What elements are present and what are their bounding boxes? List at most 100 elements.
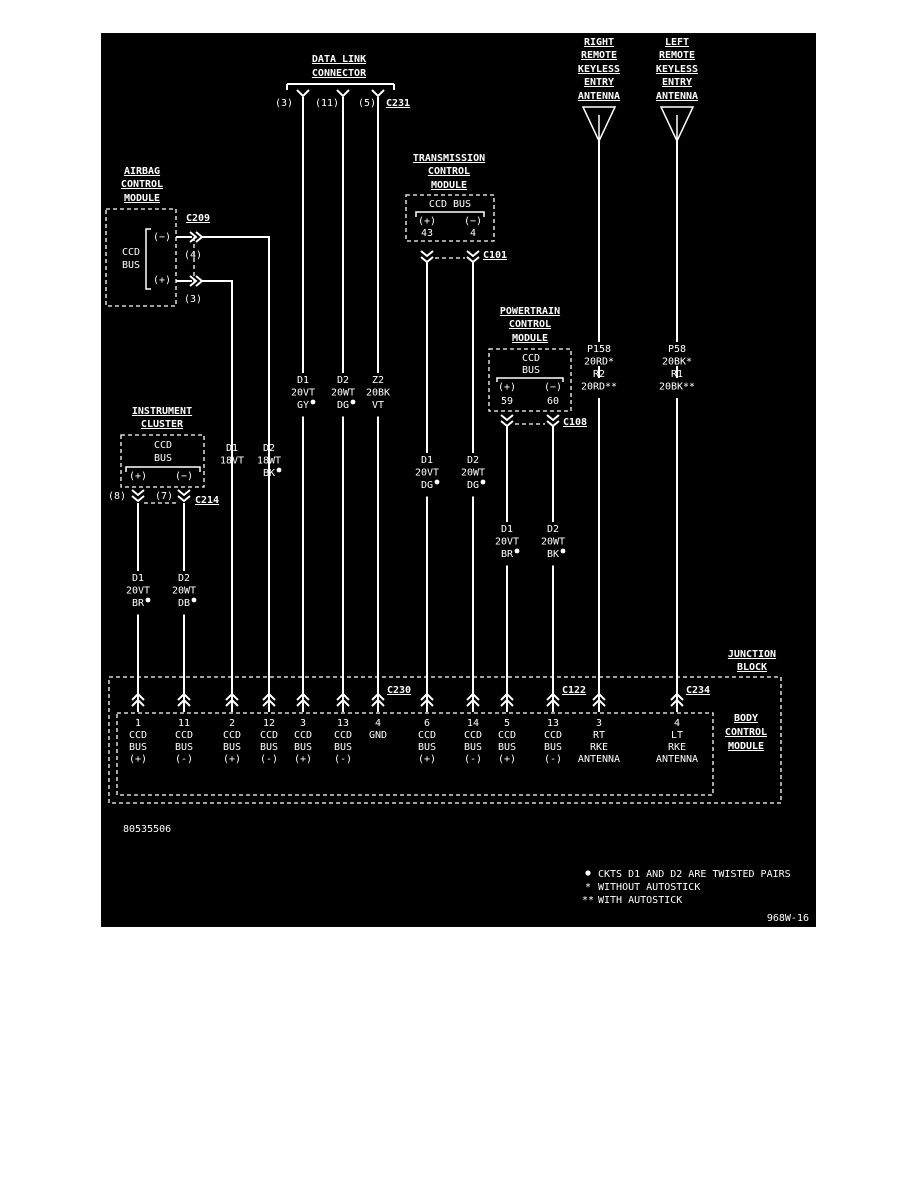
wire-label: 20WT [541, 537, 565, 548]
terminal-label: (+) [498, 754, 516, 765]
right-rke-title-5: ANTENNA [578, 91, 620, 102]
wire-label: D2 [547, 524, 559, 535]
twisted-pair-dot-icon [480, 479, 486, 485]
terminal-label: 6 [424, 718, 430, 729]
wire-label: DB [178, 598, 190, 609]
terminal-label: 5 [504, 718, 510, 729]
connector-terminal-icon [262, 692, 276, 712]
left-antenna-icon [659, 106, 695, 143]
terminal-label: (-) [544, 754, 562, 765]
ic-plus: (+) [129, 471, 147, 482]
connector-terminal-icon [466, 692, 480, 712]
terminal-label: 4 [375, 718, 381, 729]
pcm-minus: (−) [544, 382, 562, 393]
junction-block: JUNCTION BLOCK BODY CONTROL MODULE C230 … [108, 649, 782, 804]
left-rke-antenna: LEFT REMOTE KEYLESS ENTRY ANTENNA [656, 37, 698, 143]
terminal-label: 3 [596, 718, 602, 729]
pcm-pin-59: 59 [501, 396, 513, 407]
connector-c234: C234 [686, 685, 710, 696]
wire-label: DG [421, 480, 433, 491]
wire-label: BK [547, 549, 559, 560]
terminal-label: BUS [334, 742, 352, 753]
data-link-title-1: DATA LINK [312, 54, 366, 65]
body-title-3: MODULE [728, 741, 764, 752]
right-rke-title-4: ENTRY [584, 77, 614, 88]
connector-terminal-icon [336, 692, 350, 712]
twisted-pair-dot-icon [276, 467, 282, 473]
left-rke-title-1: LEFT [665, 37, 689, 48]
wire-label: R2 [593, 369, 605, 380]
terminal-label: CCD [334, 730, 352, 741]
figure-id: 80535506 [123, 824, 171, 835]
left-rke-title-5: ANTENNA [656, 91, 698, 102]
airbag-pin-4: (4) [184, 250, 202, 261]
pcm-title-3: MODULE [512, 333, 548, 344]
connector-terminal-icon [670, 692, 684, 712]
pcm-pin-60: 60 [547, 396, 559, 407]
connector-c214: C214 [195, 495, 219, 506]
wire-label: D1 [226, 443, 238, 454]
twisted-pair-dot-icon [514, 548, 520, 554]
connector-terminal-icon [177, 692, 191, 712]
legend-star-symbol: * [585, 882, 591, 893]
terminal-labels: 1CCDBUS(+)11CCDBUS(-)2CCDBUS(+)12CCDBUS(… [129, 718, 698, 765]
wire-label: D1 [421, 455, 433, 466]
wire-label: 20VT [415, 468, 439, 479]
terminal-label: BUS [294, 742, 312, 753]
connector-c122: C122 [562, 685, 586, 696]
twisted-pair-dot-icon [310, 399, 316, 405]
terminal-label: BUS [544, 742, 562, 753]
left-rke-title-4: ENTRY [662, 77, 692, 88]
twisted-pair-dot-icon [350, 399, 356, 405]
connector-c230: C230 [387, 685, 411, 696]
wire-label: 20WT [172, 586, 196, 597]
terminal-label: (+) [294, 754, 312, 765]
powertrain-control-module: POWERTRAIN CONTROL MODULE CCD BUS (+) (−… [488, 306, 587, 428]
right-antenna-icon [581, 106, 617, 143]
tcm-minus: (−) [464, 216, 482, 227]
legend-with-autostick: WITH AUTOSTICK [598, 895, 682, 906]
wire-label: 18VT [220, 456, 244, 467]
wire-label: 20RD* [584, 357, 614, 368]
transmission-control-module: TRANSMISSION CONTROL MODULE CCD BUS (+) … [405, 153, 507, 264]
pcm-title-1: POWERTRAIN [500, 306, 560, 317]
wire-label: DG [467, 480, 479, 491]
connector-terminal-icon [546, 692, 560, 712]
pcm-bus-label: BUS [522, 365, 540, 376]
connector-c209: C209 [186, 213, 210, 224]
wire-label: VT [372, 400, 384, 411]
right-rke-title-1: RIGHT [584, 37, 614, 48]
wire-label: D2 [337, 375, 349, 386]
airbag-title-3: MODULE [124, 193, 160, 204]
terminal-label: (+) [129, 754, 147, 765]
wire-label: D1 [132, 573, 144, 584]
terminal-label: (+) [223, 754, 241, 765]
terminal-label: CCD [129, 730, 147, 741]
twisted-pair-dot-icon [191, 597, 197, 603]
ic-pin-7: (7) [155, 491, 173, 502]
tcm-plus: (+) [418, 216, 436, 227]
wire-label: 20BK** [659, 382, 695, 393]
terminal-label: 4 [674, 718, 680, 729]
legend-twisted-pairs: CKTS D1 AND D2 ARE TWISTED PAIRS [598, 869, 791, 880]
wire-label: P158 [587, 344, 611, 355]
dlc-pin-11: (11) [315, 98, 339, 109]
wire-label: 20VT [291, 388, 315, 399]
airbag-pin-3: (3) [184, 294, 202, 305]
right-rke-title-2: REMOTE [581, 50, 617, 61]
wire-label: 20RD** [581, 382, 617, 393]
data-link-title-2: CONNECTOR [312, 68, 367, 79]
twisted-pair-dot-icon [560, 548, 566, 554]
junction-title-2: BLOCK [737, 662, 767, 673]
connector-c108: C108 [563, 417, 587, 428]
right-rke-title-3: KEYLESS [578, 64, 620, 75]
terminal-label: ANTENNA [578, 754, 620, 765]
wire-label: D1 [297, 375, 309, 386]
airbag-bus-label: BUS [122, 260, 140, 271]
terminal-label: GND [369, 730, 387, 741]
terminal-label: ANTENNA [656, 754, 698, 765]
wire-label: BR [501, 549, 514, 560]
wire-label: D2 [467, 455, 479, 466]
terminal-label: CCD [464, 730, 482, 741]
